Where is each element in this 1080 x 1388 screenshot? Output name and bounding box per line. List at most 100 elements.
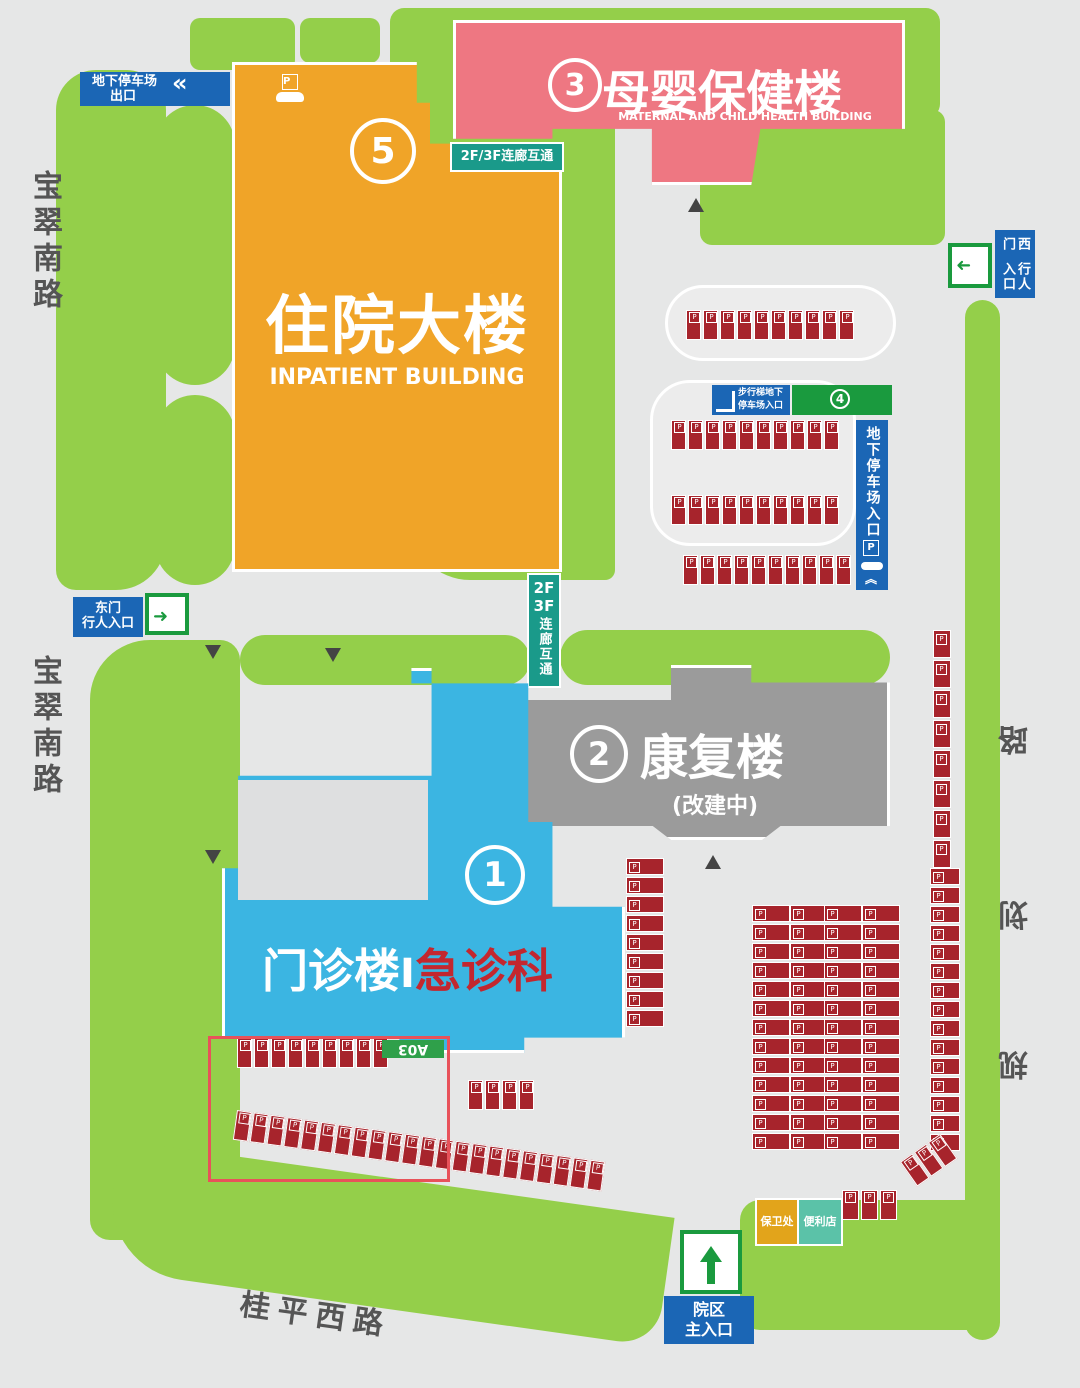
arrows-left-icon: «: [172, 69, 188, 97]
parking-slot: [339, 1038, 354, 1068]
parking-row-mid1: [671, 420, 841, 450]
parking-col-right-lower: [930, 868, 962, 1153]
parking-slot: [822, 310, 837, 340]
parking-slot: [752, 1019, 790, 1036]
main-gate-sign[interactable]: 院区 主入口: [664, 1296, 754, 1344]
stairs-icon: [716, 391, 735, 412]
parking-row-top: [686, 310, 856, 340]
parking-slot: [862, 981, 900, 998]
parking-entry-sign[interactable]: 地下停车场入口 P ︽: [856, 420, 888, 590]
parking-row-bottom-right: [842, 1190, 899, 1220]
parking-slot: [824, 1019, 862, 1036]
parking-slot: [862, 1114, 900, 1131]
green-left-lower: [155, 395, 235, 585]
rehab-name: 康复楼: [640, 730, 785, 786]
parking-slot: [790, 905, 828, 922]
east-gate-sign[interactable]: 东门 行人入口: [73, 597, 143, 637]
parking-slot: [773, 420, 788, 450]
parking-slot: [824, 420, 839, 450]
outpatient-number: 1: [465, 845, 525, 905]
parking-slot: [790, 1000, 828, 1017]
parking-slot: [862, 1019, 900, 1036]
parking-slot: [705, 420, 720, 450]
road-baocui-bottom: 宝翠南路: [27, 655, 62, 799]
parking-slot: [824, 1000, 862, 1017]
parking-icon: P: [282, 74, 298, 90]
parking-slot: [862, 1000, 900, 1017]
main-gate-line1: 院区: [692, 1300, 725, 1319]
parking-slot: [288, 1038, 303, 1068]
parking-exit-sign[interactable]: 地下停车场 出口 « P: [80, 69, 304, 106]
parking-slot: [626, 896, 664, 913]
parking-slot: [862, 1038, 900, 1055]
parking-slot: [502, 1080, 517, 1110]
walk-parking-number-box: 4: [792, 385, 892, 415]
parking-slot: [933, 690, 951, 718]
parking-slot: [805, 310, 820, 340]
parking-slot: [824, 924, 862, 941]
parking-slot: [790, 1114, 828, 1131]
parking-slot: [752, 905, 790, 922]
parking-slot: [836, 555, 851, 585]
outpatient-name-row: 门诊楼I急诊科: [262, 935, 553, 1001]
parking-slot: [752, 1095, 790, 1112]
corridor-3f: 3F: [533, 597, 555, 615]
parking-slot: [626, 1010, 664, 1027]
parking-slot: [824, 1133, 862, 1150]
parking-slot: [790, 1057, 828, 1074]
parking-slot: [717, 555, 732, 585]
parking-slot: [752, 1133, 790, 1150]
parking-slot: [930, 1001, 960, 1018]
parking-slot: [720, 310, 735, 340]
walk-parking-sign[interactable]: 步行梯地下 停车场入口 4: [712, 385, 892, 417]
rehab-number: 2: [570, 725, 628, 783]
parking-entry-text: 地下停车场入口: [864, 426, 881, 538]
parking-slot: [790, 981, 828, 998]
parking-exit-line2: 出口: [110, 89, 137, 104]
parking-slot: [842, 1190, 859, 1220]
parking-row-mid3: [683, 555, 853, 585]
parking-slot: [824, 1038, 862, 1055]
west-gate-text: 西门 行人入口: [1000, 234, 1030, 298]
parking-slot: [519, 1080, 534, 1110]
parking-slot: [862, 943, 900, 960]
parking-slot: [824, 1076, 862, 1093]
road-baocui-top: 宝翠南路: [27, 170, 62, 314]
parking-entry-p-icon: P: [863, 540, 879, 556]
parking-slot: [862, 962, 900, 979]
parking-slot: [703, 310, 718, 340]
parking-slot: [824, 905, 862, 922]
security-office[interactable]: 保卫处: [755, 1198, 799, 1246]
parking-slot: [752, 1076, 790, 1093]
inpatient-name-en: INPATIENT BUILDING: [269, 365, 525, 390]
parking-slot: [824, 981, 862, 998]
walk-parking-line2: 停车场入口: [738, 401, 784, 411]
parking-slot: [485, 1080, 500, 1110]
parking-slot: [802, 555, 817, 585]
outpatient-courtyard: [238, 780, 428, 900]
parking-slot: [930, 1039, 960, 1056]
east-gate-line1: 东门: [94, 601, 121, 616]
west-gate-arrow-box: ➜: [948, 243, 992, 288]
car-icon: [276, 92, 304, 102]
parking-col-c: [824, 905, 864, 1152]
main-gate-arrow-box: [680, 1230, 742, 1294]
parking-slot: [569, 1157, 589, 1190]
parking-slot: [305, 1038, 320, 1068]
parking-slot: [790, 420, 805, 450]
parking-slot: [535, 1152, 555, 1185]
parking-slot: [485, 1145, 505, 1178]
parking-slot: [839, 310, 854, 340]
parking-slot: [861, 1190, 878, 1220]
convenience-store[interactable]: 便利店: [797, 1198, 843, 1246]
parking-col-c2: [862, 905, 902, 1152]
parking-slot: [626, 953, 664, 970]
parking-col-b: [752, 905, 792, 1152]
west-gate-sign[interactable]: 西门 行人入口: [995, 230, 1035, 298]
parking-slot: [790, 943, 828, 960]
parking-slot: [880, 1190, 897, 1220]
down-arrow-icon: [205, 645, 221, 659]
east-gate-arrow-box: ➜: [145, 593, 189, 635]
parking-slot: [688, 420, 703, 450]
